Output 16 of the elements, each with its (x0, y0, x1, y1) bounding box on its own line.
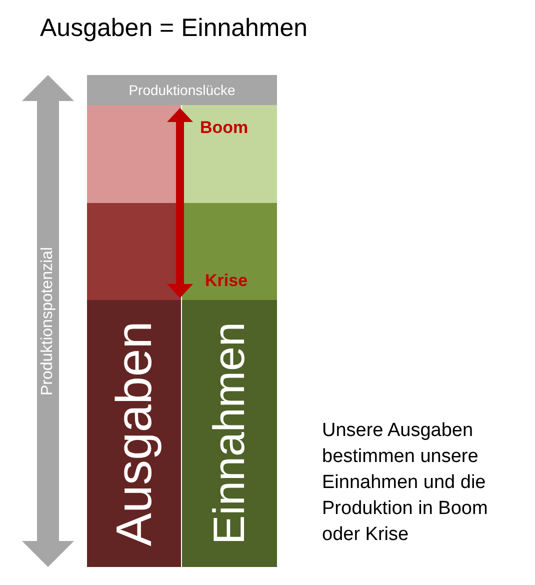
spending-column (87, 300, 182, 567)
segment-box (182, 203, 277, 300)
bar-label: Produktionslücke (128, 82, 236, 98)
gap-bar (87, 75, 277, 105)
vertical-label: Produktionspotenzial (40, 246, 56, 396)
vertical-label: Einnahmen (208, 322, 252, 545)
diagram-title: Ausgaben = Einnahmen (40, 14, 308, 43)
vertical-label: Ausgaben (109, 320, 159, 546)
state-label: Krise (205, 271, 248, 291)
segment-box (87, 105, 182, 203)
note-text: Unsere Ausgaben bestimmen unsere Einnahmen und die Produktion in Boom oder Krise (322, 419, 489, 547)
segment-box (182, 105, 277, 203)
double-arrow-shape (22, 75, 74, 567)
segment-box (87, 203, 182, 300)
income-column (182, 300, 277, 567)
state-label: Boom (200, 118, 248, 138)
